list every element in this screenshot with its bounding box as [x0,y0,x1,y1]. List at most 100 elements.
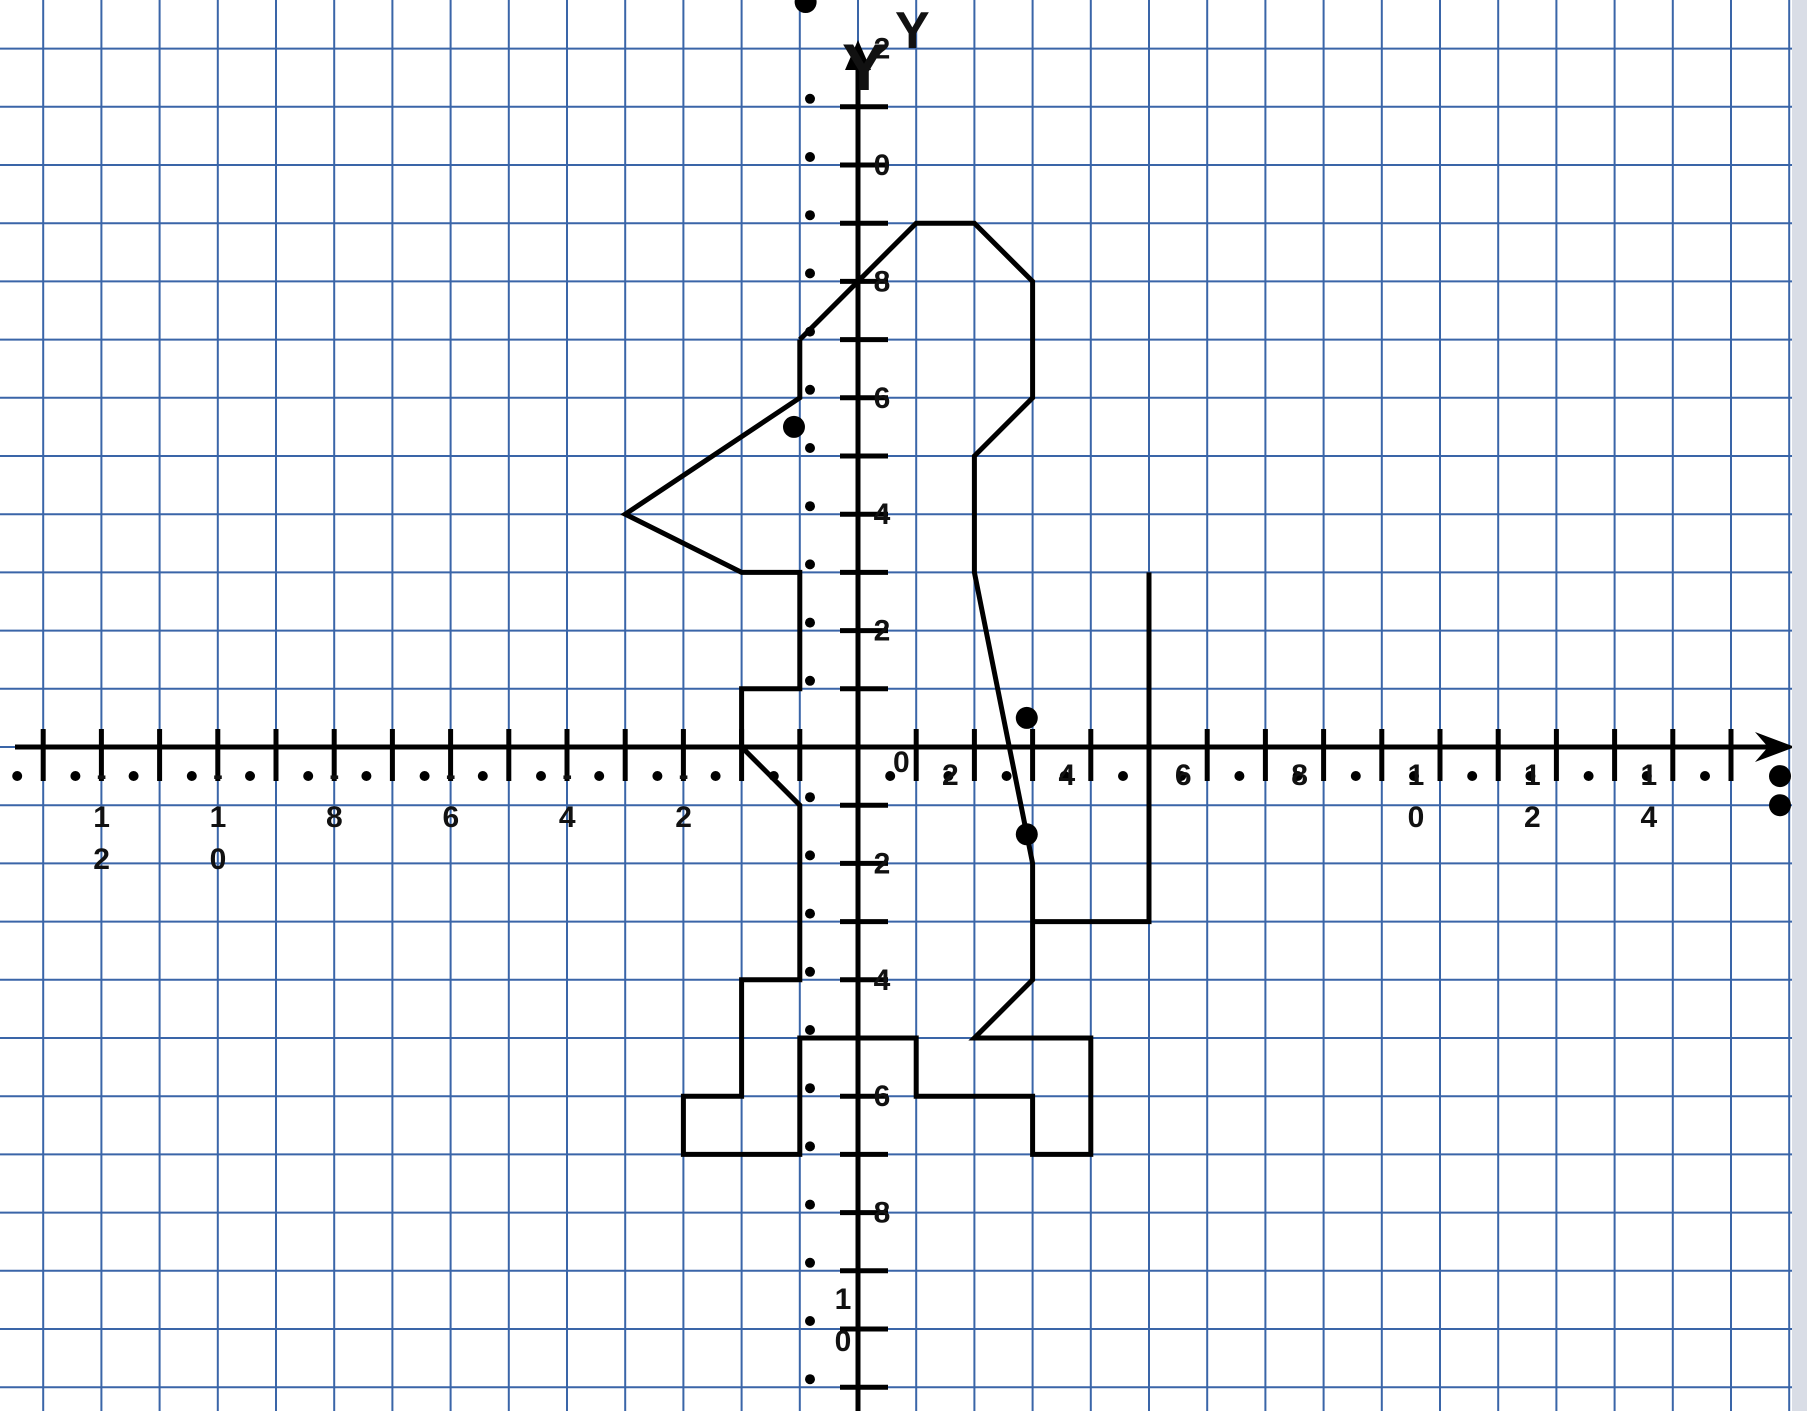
y-axis-tick-label: 6 [874,1080,891,1113]
x-axis-tick-dot [1525,771,1536,781]
stray-dots [782,0,1791,846]
x-axis-tick-dot [1409,771,1419,781]
y-axis-tick-dot [805,1141,815,1152]
y-axis-tick-dot [805,966,815,977]
figure-arm [1032,572,1152,925]
x-axis-tick-dot [128,771,139,781]
axis-ticks [12,93,1734,1390]
x-axis-tick-label: - [329,759,339,792]
y-axis-tick-dot [805,1374,815,1385]
x-axis-tick-dot [710,771,721,781]
x-axis-tick-dot [1700,771,1710,781]
x-axis-tick-dot [419,771,430,781]
x-axis-tick-dot [1583,771,1594,781]
y-axis-tick-dot [805,559,815,570]
stray-dot [1015,823,1038,846]
y-axis-tick-dot [805,850,815,861]
y-axis-tick-dot [805,443,815,453]
y-axis-tick-dot [805,908,815,919]
x-axis-tick-label: 1 [1524,759,1541,792]
y-axis-tick-label: 8 [874,265,891,298]
x-axis-tick-label: 0 [1408,801,1425,834]
y-axis-tick-label: 4 [874,964,891,997]
x-axis-tick-label: 2 [675,801,692,834]
x-axis-tick-dot [303,771,314,781]
x-axis-tick-label: 2 [93,843,110,876]
stray-dot [1769,794,1791,817]
x-axis-tick-label: - [446,759,456,792]
x-axis-tick-label: 0 [210,843,227,876]
x-axis-tick-label: 8 [1291,759,1308,792]
y-axis-tick-label: 6 [874,382,891,415]
y-axis-tick-dot [805,1083,815,1094]
figure-outline [620,220,1094,1157]
origin-label: 0 [893,746,910,779]
x-axis-tick-label: 2 [1524,801,1541,834]
y-axis-tick-dot [805,675,815,686]
x-axis-tick-dot [652,771,663,781]
stray-dot [794,0,817,14]
x-axis-tick-dot [1118,771,1128,781]
y-axis-tick-dot [805,268,815,279]
x-axis-tick-dot [12,771,23,781]
x-axis-tick-label: - [97,759,107,792]
y-axis-tick-label: 2 [874,33,891,66]
x-axis-tick-label: 1 [1640,759,1657,792]
y-axis-tick-label: 1 [835,1283,852,1316]
x-axis-tick-label: 1 [93,801,110,834]
x-axis-tick-dot [1292,771,1303,781]
y-axis-tick-dot [805,792,815,803]
x-axis-tick-dot [1467,771,1478,781]
x-axis-tick-label: 6 [442,801,459,834]
y-axis-tick-dot [805,1257,815,1268]
y-axis-label-duplicate: Y [842,30,886,104]
y-axis-tick-label: 0 [874,149,891,182]
y-axis-tick-label: 2 [874,847,891,880]
x-axis-tick-dot [885,771,896,781]
x-axis-arrowhead [1755,732,1795,762]
window-edge-strip [1792,0,1807,1411]
y-axis-tick-label: 4 [874,498,891,531]
x-axis-tick-dot [361,771,372,781]
y-axis-tick-dot [805,152,815,162]
x-axis-tick-dot [70,771,81,781]
y-axis-tick-label: 8 [874,1197,891,1230]
x-axis-tick-dot [1350,771,1361,781]
y-axis-tick-label: 2 [874,615,891,648]
x-axis-tick-label: 4 [1640,801,1657,834]
y-axis-tick-dot [805,617,815,628]
x-axis-tick-label: 8 [326,801,343,834]
stray-dot [1015,706,1038,729]
y-axis-tick-dot [805,501,815,512]
y-axis-tick-dot [805,93,815,104]
y-axis-label: Y [895,2,930,60]
x-axis-tick-dot [1234,771,1245,781]
x-axis-tick-label: 6 [1175,759,1192,792]
y-axis-tick-label: 0 [835,1325,852,1358]
x-axis-tick-dot [477,771,488,781]
x-axis-tick-dot [1641,771,1652,781]
x-axis-tick-dot [536,771,546,781]
y-axis-arrowhead [845,40,871,70]
x-axis-tick-label: - [679,759,689,792]
x-axis-tick-dot [594,771,605,781]
y-axis-tick-dot [805,210,815,221]
x-axis-tick-label: 1 [1408,759,1425,792]
x-axis-tick-label: 4 [1058,759,1075,792]
x-axis-tick-label: - [562,759,572,792]
x-axis-tick-dot [245,771,255,781]
stray-dot [782,415,805,438]
plotted-figure [620,220,1152,1157]
y-axis-tick-dot [805,1025,815,1035]
x-axis-tick-label: 4 [559,801,576,834]
y-axis-tick-dot [805,384,815,395]
y-axis-tick-dot [805,1316,815,1326]
x-axis-tick-dot [1059,771,1070,781]
x-axis-tick-label: 2 [942,759,959,792]
stray-dot [1769,765,1791,788]
x-axis-tick-dot [1176,771,1187,781]
x-axis-tick-dot [186,771,197,781]
x-axis-tick-label: 1 [210,801,227,834]
